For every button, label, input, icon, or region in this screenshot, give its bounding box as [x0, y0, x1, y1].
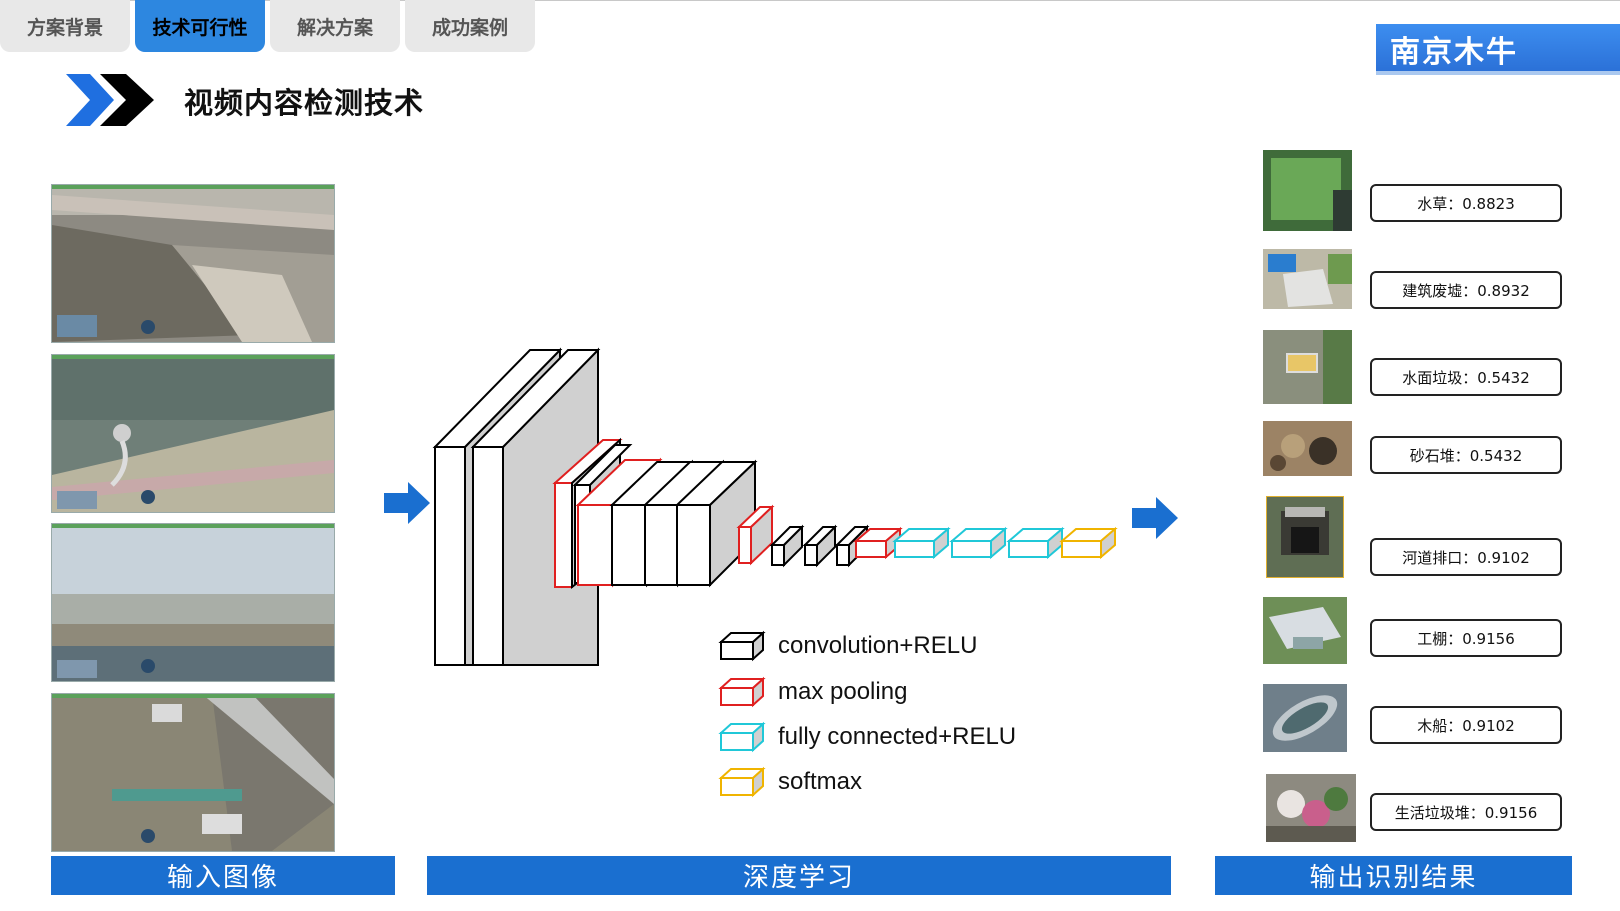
- tab-cases[interactable]: 成功案例: [405, 0, 535, 52]
- input-label: 输入图像: [166, 863, 279, 893]
- input-photo-3: [51, 523, 335, 682]
- result-box-wooden-boat: 木船：0.9102: [1370, 706, 1562, 744]
- result-box-river-outlet: 河道排口：0.9102: [1370, 538, 1562, 576]
- legend-softmax: softmax: [718, 765, 862, 799]
- result-box-sand-pile: 砂石堆：0.5432: [1370, 436, 1562, 474]
- output-label-bar: 输出识别结果: [1215, 856, 1572, 895]
- conv-layer-8: [802, 524, 838, 568]
- model-label: 深度学习: [742, 863, 855, 893]
- river-outlet-photo: [1266, 496, 1344, 578]
- result-box-household-garbage: 生活垃圾堆：0.9156: [1370, 793, 1562, 831]
- legend-pool: max pooling: [718, 675, 907, 709]
- input-label-bar: 输入图像: [51, 856, 395, 895]
- legend-label-fc: fully connected+RELU: [778, 723, 1017, 750]
- fc-layer-2: [949, 526, 1008, 560]
- cube-icon-red: [718, 676, 766, 708]
- floating-garbage-photo: [1263, 330, 1352, 404]
- fc-layer-3: [1006, 526, 1065, 560]
- model-label-bar: 深度学习: [427, 856, 1171, 895]
- cube-icon-black: [718, 630, 766, 662]
- fc-layer-1: [892, 526, 951, 560]
- result-box-aquatic-weed: 水草：0.8823: [1370, 184, 1562, 222]
- wooden-boat-photo: [1263, 684, 1347, 752]
- legend-conv: convolution+RELU: [718, 629, 977, 663]
- section-title: 视频内容检测技术: [184, 86, 425, 120]
- legend-label-softmax: softmax: [778, 768, 863, 795]
- legend-label-pool: max pooling: [778, 678, 908, 705]
- input-photo-2: [51, 354, 335, 513]
- work-shed-photo: [1263, 597, 1347, 664]
- cnn-architecture-diagram: [432, 347, 1118, 666]
- construction-debris-photo: [1263, 249, 1352, 309]
- aerial-horizon-photo: [52, 524, 334, 681]
- sand-pile-photo: [1263, 421, 1352, 476]
- top-border: [0, 0, 1620, 1]
- result-box-work-shed: 工棚：0.9156: [1370, 619, 1562, 657]
- legend-label-conv: convolution+RELU: [778, 632, 978, 659]
- right-arrow-icon-output: [1132, 497, 1178, 539]
- brand-banner-shadow: [1376, 71, 1620, 75]
- result-box-construction-debris: 建筑废墟：0.8932: [1370, 271, 1562, 309]
- tab-background[interactable]: 方案背景: [0, 0, 130, 52]
- aerial-lake-photo: [52, 355, 334, 512]
- pool-layer-4: [853, 526, 903, 560]
- tab-solution[interactable]: 解决方案: [270, 0, 400, 52]
- aquatic-weed-photo: [1263, 150, 1352, 231]
- household-garbage-photo: [1266, 774, 1356, 842]
- output-label: 输出识别结果: [1309, 863, 1478, 893]
- aerial-bridge-photo: [52, 185, 334, 342]
- conv-layer-7: [769, 524, 805, 568]
- tab-feasibility[interactable]: 技术可行性: [135, 0, 265, 52]
- softmax-layer: [1059, 526, 1118, 560]
- legend-fc: fully connected+RELU: [718, 720, 1016, 754]
- aerial-construction-photo: [52, 694, 334, 851]
- double-chevron-icon: [66, 74, 154, 126]
- pool-layer-3: [736, 504, 775, 566]
- conv-layer-6: [674, 459, 758, 588]
- cube-icon-cyan: [718, 721, 766, 753]
- input-photo-1: [51, 184, 335, 343]
- result-box-floating-garbage: 水面垃圾：0.5432: [1370, 358, 1562, 396]
- input-photo-4: [51, 693, 335, 852]
- brand-banner: 南京木牛: [1376, 24, 1620, 74]
- right-arrow-icon-input: [384, 482, 430, 524]
- cube-icon-yellow: [718, 766, 766, 798]
